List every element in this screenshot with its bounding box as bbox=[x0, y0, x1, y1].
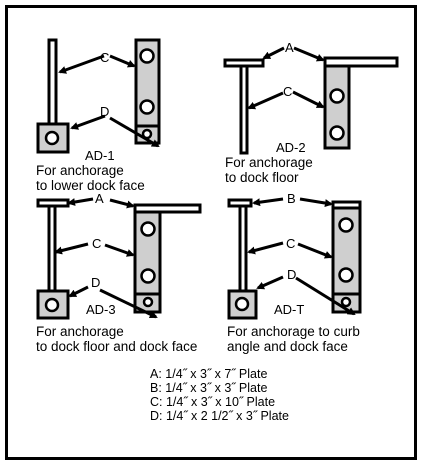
caption-line: For anchorage bbox=[36, 163, 124, 178]
panel-ad-1: C D AD-1 bbox=[36, 38, 161, 163]
caption-line: to dock floor bbox=[225, 170, 299, 185]
label-a: A bbox=[285, 40, 294, 55]
hole-top bbox=[329, 88, 345, 104]
label-c: C bbox=[286, 236, 295, 251]
plate-a-top bbox=[133, 203, 202, 214]
panel-ad-2: A C AD-2 bbox=[223, 40, 399, 155]
label-c: C bbox=[92, 236, 101, 251]
hole-bottom bbox=[139, 99, 155, 115]
plate-c-side bbox=[323, 64, 351, 150]
label-c: C bbox=[100, 50, 109, 65]
caption-line: angle and dock face bbox=[227, 339, 348, 354]
plate-c-vertical bbox=[47, 38, 58, 127]
plate-d-hole bbox=[234, 296, 250, 312]
plate-d-block bbox=[36, 122, 70, 154]
caption-line: For anchorage bbox=[36, 324, 124, 339]
label-d: D bbox=[287, 267, 296, 282]
label-c: C bbox=[283, 84, 292, 99]
caption-line: For anchorage bbox=[225, 155, 313, 170]
hole-bottom bbox=[140, 268, 156, 284]
plate-a-top bbox=[323, 56, 399, 68]
plate-d-hole bbox=[44, 297, 60, 313]
label-d: D bbox=[91, 275, 100, 290]
hole-bottom bbox=[338, 267, 354, 283]
panel-title: AD-1 bbox=[85, 148, 115, 163]
key-item-c: C: 1/4˝ x 3˝ x 10˝ Plate bbox=[150, 395, 276, 409]
panel-ad-t: B C D AD-T bbox=[227, 191, 362, 320]
plate-c-vertical bbox=[239, 64, 249, 155]
panel-title: AD-2 bbox=[276, 140, 306, 155]
caption-line: to dock floor and dock face bbox=[36, 339, 198, 354]
label-d: D bbox=[100, 104, 109, 119]
caption-ad-3: For anchorage to dock floor and dock fac… bbox=[36, 324, 197, 354]
panel-title: AD-T bbox=[274, 302, 304, 317]
key-item-b: B: 1/4˝ x 3˝ x 3˝ Plate bbox=[150, 381, 268, 395]
caption-ad-t: For anchorage to curb angle and dock fac… bbox=[227, 324, 360, 354]
key-item-d: D: 1/4˝ x 2 1/2˝ x 3˝ Plate bbox=[150, 409, 289, 423]
plate-d-side-hole bbox=[142, 296, 154, 308]
plate-key: A: 1/4˝ x 3˝ x 7˝ Plate B: 1/4˝ x 3˝ x 3… bbox=[150, 367, 289, 423]
hole-bottom bbox=[329, 125, 345, 141]
panel-title: AD-3 bbox=[86, 302, 116, 317]
caption-ad-2: For anchorage to dock floor bbox=[225, 155, 313, 185]
hole-top bbox=[338, 217, 354, 233]
key-item-a: A: 1/4˝ x 3˝ x 7˝ Plate bbox=[150, 367, 268, 381]
caption-line: to lower dock face bbox=[36, 178, 145, 193]
hole-top bbox=[140, 221, 156, 237]
caption-ad-1: For anchorage to lower dock face bbox=[36, 163, 145, 193]
plate-d-side-hole bbox=[340, 296, 352, 308]
plate-c-vertical bbox=[238, 204, 248, 296]
caption-line: For anchorage to curb bbox=[227, 324, 360, 339]
label-b: B bbox=[287, 191, 296, 206]
panel-ad-3: A C D AD-3 bbox=[36, 191, 202, 320]
label-a: A bbox=[95, 191, 104, 206]
plate-d-hole bbox=[44, 130, 60, 146]
hole-top bbox=[139, 48, 155, 64]
plate-c-vertical bbox=[47, 204, 57, 298]
